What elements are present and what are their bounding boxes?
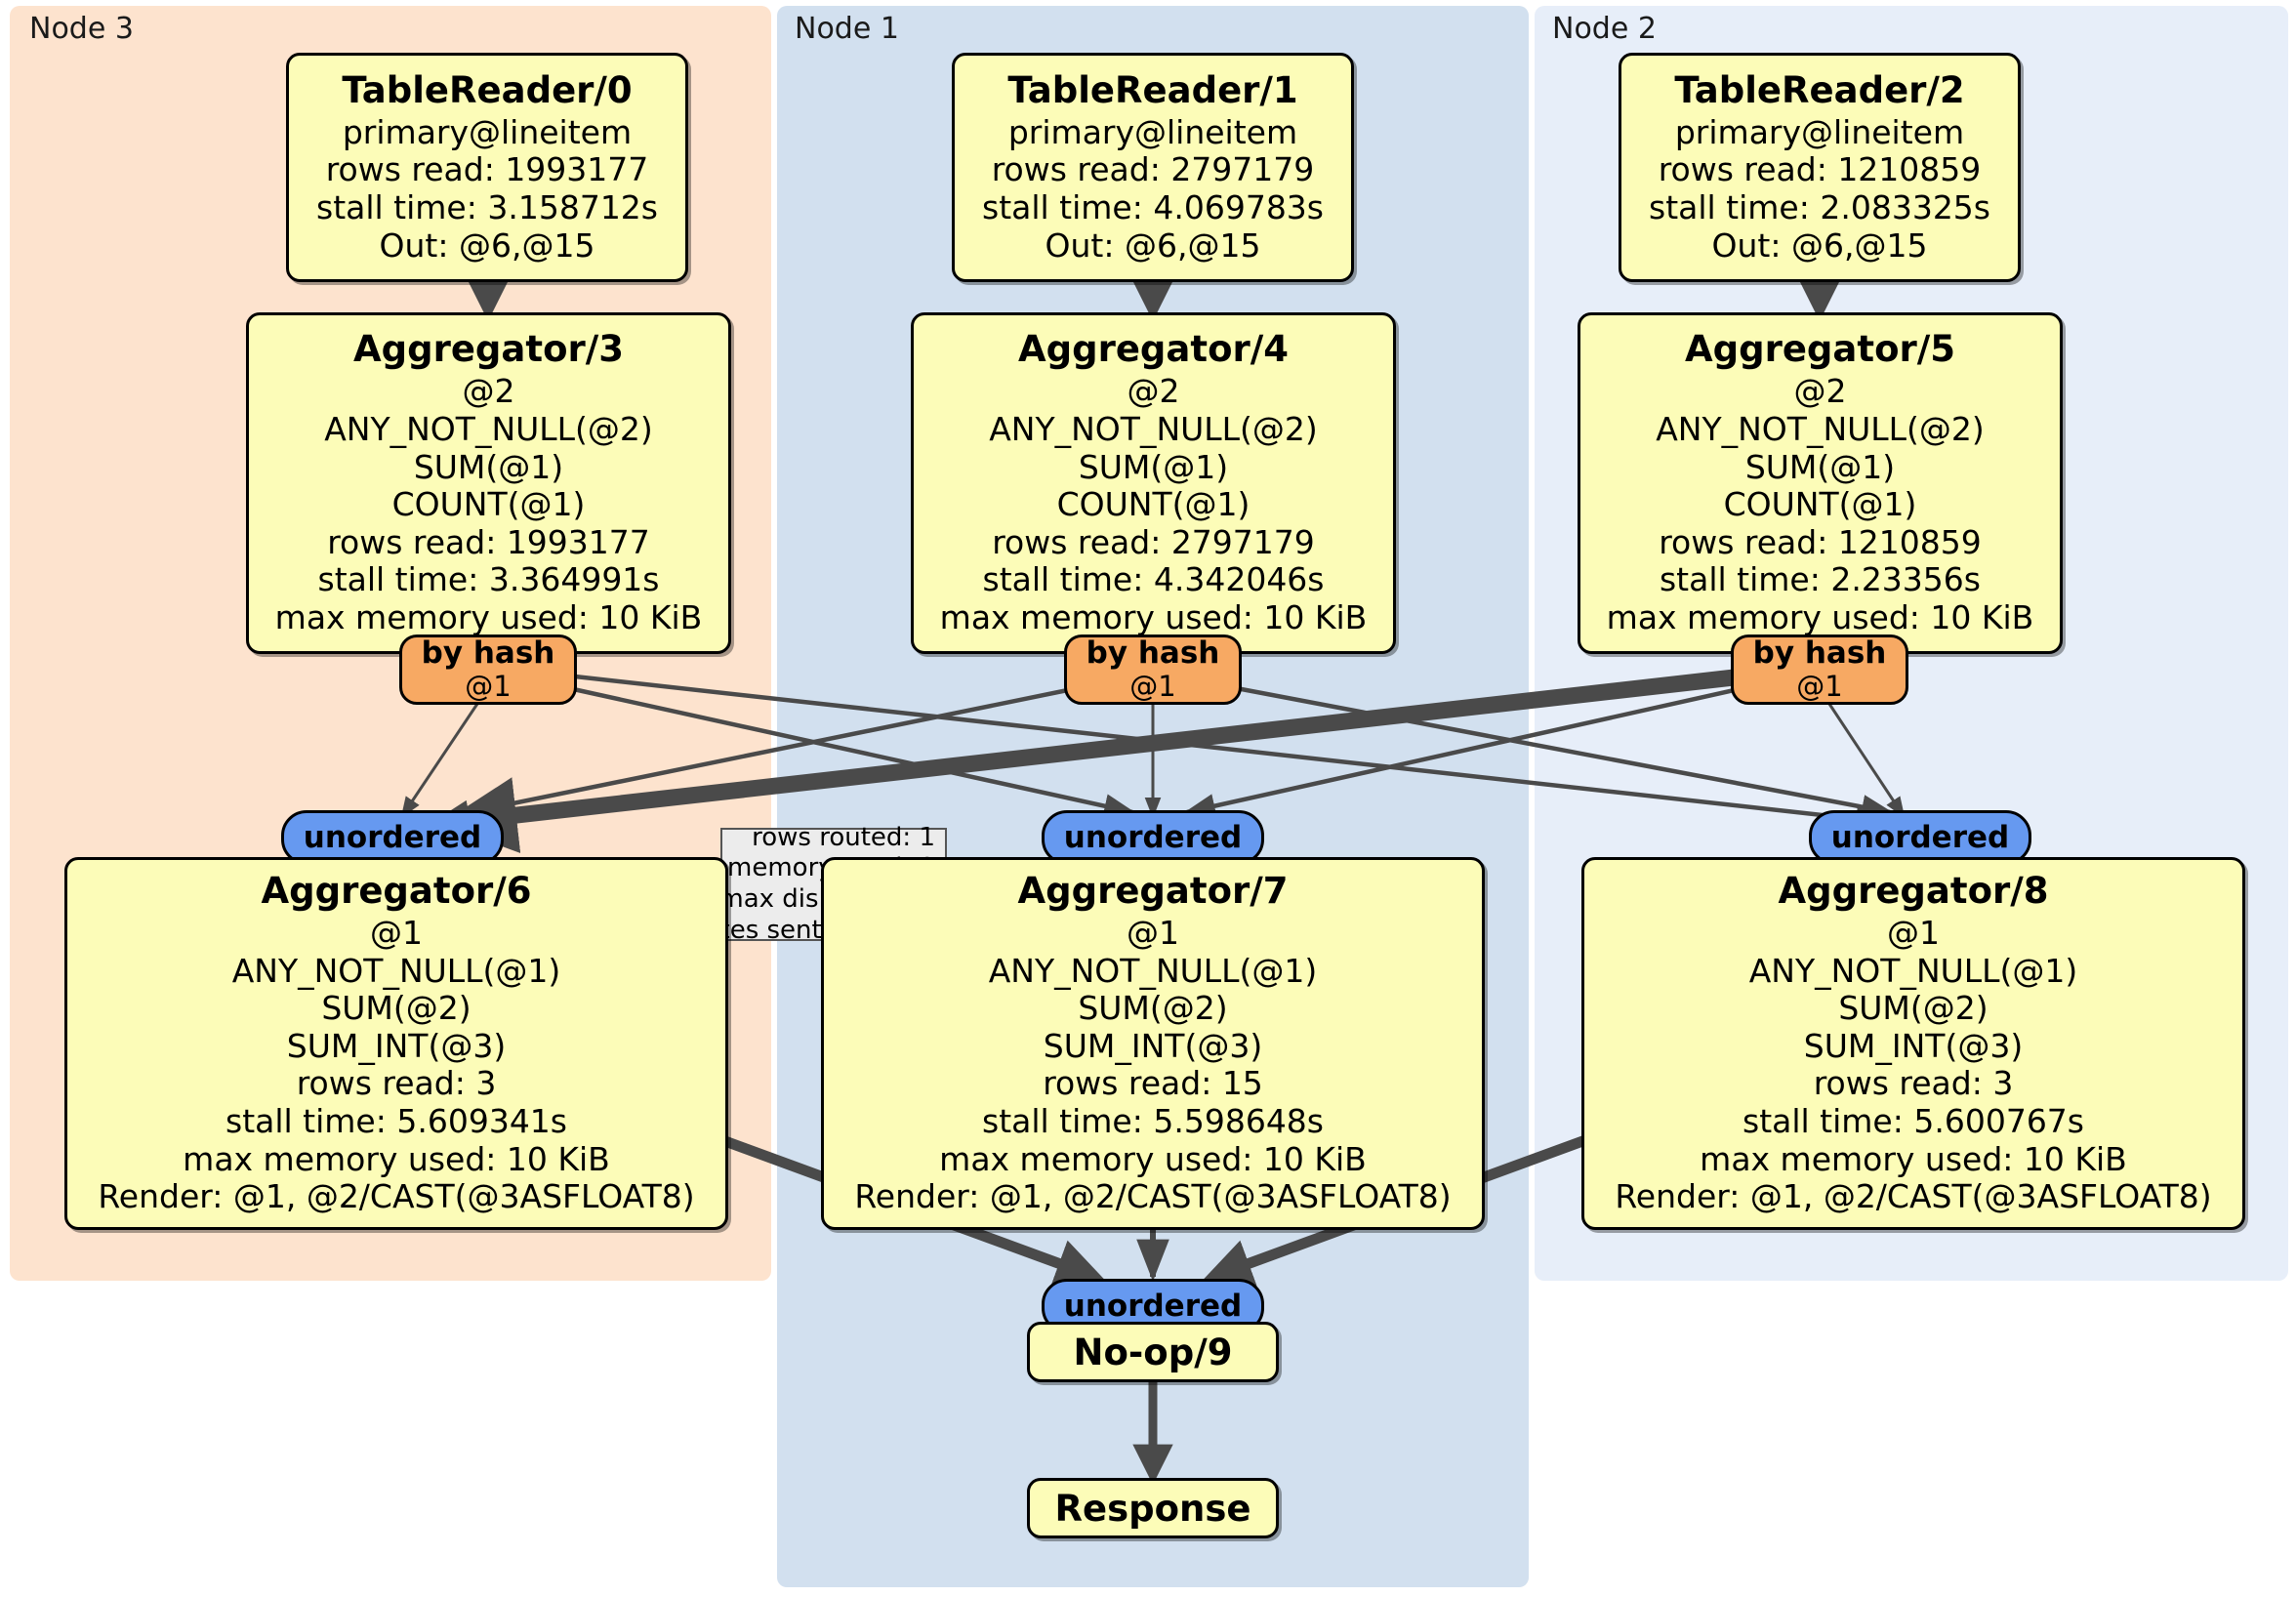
node-aggregator-8[interactable]: Aggregator/8 @1 ANY_NOT_NULL(@1) SUM(@2)… — [1581, 857, 2245, 1230]
node-title: Aggregator/4 — [1017, 328, 1289, 371]
badge-by-hash-5[interactable]: by hash @1 — [1731, 635, 1908, 705]
node-line: stall time: 4.069783s — [982, 187, 1324, 226]
node-title: Aggregator/8 — [1778, 870, 2049, 913]
node-line: @1 — [370, 914, 423, 953]
badge-line-2: @1 — [1796, 670, 1843, 704]
node-line: stall time: 3.158712s — [316, 187, 658, 226]
badge-by-hash-4[interactable]: by hash @1 — [1064, 635, 1242, 705]
node-line: @1 — [1127, 914, 1179, 953]
node-aggregator-5[interactable]: Aggregator/5 @2 ANY_NOT_NULL(@2) SUM(@1)… — [1578, 312, 2063, 654]
node-line: ANY_NOT_NULL(@1) — [1748, 951, 2078, 990]
badge-line-1: by hash — [1086, 635, 1220, 672]
node-line: rows read: 1210859 — [1659, 522, 1982, 561]
cluster-label-node2: Node 2 — [1552, 12, 1657, 46]
node-line: primary@lineitem — [1007, 112, 1298, 151]
node-line: ANY_NOT_NULL(@1) — [231, 951, 561, 990]
node-line: COUNT(@1) — [1723, 485, 1917, 524]
node-title: TableReader/2 — [1674, 68, 1965, 111]
node-line: stall time: 3.364991s — [317, 560, 660, 599]
node-line: Render: @1, @2/CAST(@3ASFLOAT8) — [854, 1177, 1452, 1216]
node-aggregator-3[interactable]: Aggregator/3 @2 ANY_NOT_NULL(@2) SUM(@1)… — [246, 312, 731, 654]
cluster-label-node1: Node 1 — [795, 12, 899, 46]
node-line: @1 — [1887, 914, 1940, 953]
node-line: rows read: 2797179 — [991, 150, 1315, 189]
node-line: Render: @1, @2/CAST(@3ASFLOAT8) — [98, 1177, 695, 1216]
node-line: rows read: 1993177 — [327, 522, 650, 561]
node-line: COUNT(@1) — [391, 485, 586, 524]
node-line: ANY_NOT_NULL(@2) — [989, 409, 1318, 448]
badge-line-2: @1 — [1129, 670, 1176, 704]
node-table-reader-2[interactable]: TableReader/2 primary@lineitem rows read… — [1619, 53, 2021, 282]
node-aggregator-4[interactable]: Aggregator/4 @2 ANY_NOT_NULL(@2) SUM(@1)… — [911, 312, 1396, 654]
node-line: ANY_NOT_NULL(@1) — [988, 951, 1318, 990]
badge-line-2: @1 — [465, 670, 512, 704]
node-line: max memory used: 10 KiB — [1606, 597, 2034, 636]
node-line: max memory used: 10 KiB — [183, 1139, 610, 1178]
node-line: SUM(@1) — [413, 447, 564, 486]
node-line: Out: @6,@15 — [1045, 225, 1261, 265]
node-line: primary@lineitem — [1674, 112, 1965, 151]
node-line: max memory used: 10 KiB — [939, 1139, 1367, 1178]
node-title: TableReader/0 — [342, 68, 633, 111]
node-line: Render: @1, @2/CAST(@3ASFLOAT8) — [1615, 1177, 2212, 1216]
node-table-reader-1[interactable]: TableReader/1 primary@lineitem rows read… — [952, 53, 1354, 282]
node-line: SUM_INT(@3) — [286, 1026, 507, 1065]
node-line: ANY_NOT_NULL(@2) — [324, 409, 653, 448]
node-line: @2 — [1127, 372, 1180, 411]
node-title: Aggregator/7 — [1017, 870, 1289, 913]
node-line: @2 — [1793, 372, 1847, 411]
node-line: rows read: 1210859 — [1658, 150, 1982, 189]
node-table-reader-0[interactable]: TableReader/0 primary@lineitem rows read… — [286, 53, 688, 282]
badge-line-1: by hash — [421, 635, 555, 672]
node-line: max memory used: 10 KiB — [939, 597, 1368, 636]
node-title: Aggregator/3 — [352, 328, 624, 371]
node-noop-9[interactable]: No-op/9 — [1027, 1322, 1279, 1382]
node-line: @2 — [462, 372, 515, 411]
node-line: SUM(@2) — [321, 989, 472, 1028]
node-title: TableReader/1 — [1007, 68, 1298, 111]
node-line: SUM(@1) — [1744, 447, 1896, 486]
node-line: SUM(@2) — [1838, 989, 1988, 1028]
node-line: max memory used: 10 KiB — [1700, 1139, 2127, 1178]
node-line: primary@lineitem — [342, 112, 633, 151]
node-line: stall time: 5.598648s — [982, 1102, 1324, 1141]
node-line: rows read: 15 — [1043, 1064, 1263, 1103]
node-line: ANY_NOT_NULL(@2) — [1656, 409, 1985, 448]
node-line: stall time: 4.342046s — [982, 560, 1325, 599]
badge-unordered-right[interactable]: unordered — [1809, 810, 2031, 865]
badge-unordered-middle[interactable]: unordered — [1042, 810, 1264, 865]
node-line: SUM_INT(@3) — [1043, 1026, 1263, 1065]
node-line: max memory used: 10 KiB — [274, 597, 703, 636]
node-line: Out: @6,@15 — [1711, 225, 1928, 265]
node-aggregator-7[interactable]: Aggregator/7 @1 ANY_NOT_NULL(@1) SUM(@2)… — [821, 857, 1485, 1230]
node-line: rows read: 2797179 — [992, 522, 1315, 561]
node-line: stall time: 2.23356s — [1659, 560, 1981, 599]
node-line: COUNT(@1) — [1056, 485, 1250, 524]
badge-by-hash-3[interactable]: by hash @1 — [399, 635, 577, 705]
cluster-label-node3: Node 3 — [29, 12, 134, 46]
node-line: rows read: 1993177 — [325, 150, 649, 189]
node-line: SUM(@2) — [1078, 989, 1228, 1028]
node-aggregator-6[interactable]: Aggregator/6 @1 ANY_NOT_NULL(@1) SUM(@2)… — [64, 857, 728, 1230]
node-line: rows read: 3 — [1813, 1064, 2014, 1103]
node-line: stall time: 5.609341s — [226, 1102, 567, 1141]
node-title: Aggregator/5 — [1684, 328, 1955, 371]
node-title: Aggregator/6 — [261, 870, 532, 913]
node-line: stall time: 2.083325s — [1649, 187, 1990, 226]
node-line: stall time: 5.600767s — [1742, 1102, 2084, 1141]
stat-line: rows routed: 1 — [752, 822, 935, 852]
node-line: SUM_INT(@3) — [1803, 1026, 2024, 1065]
badge-line-1: by hash — [1752, 635, 1887, 672]
node-line: Out: @6,@15 — [379, 225, 595, 265]
node-response[interactable]: Response — [1027, 1478, 1279, 1538]
node-line: SUM(@1) — [1078, 447, 1229, 486]
node-line: rows read: 3 — [296, 1064, 497, 1103]
